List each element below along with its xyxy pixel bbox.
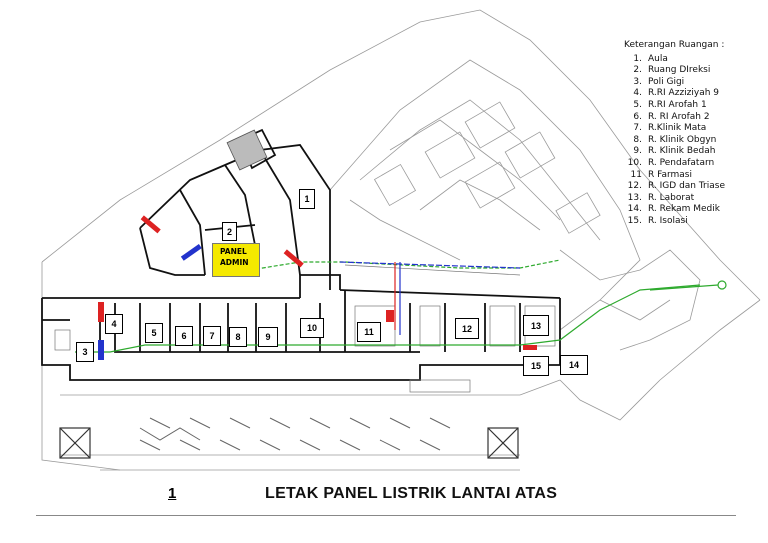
- legend-item-number: 5.: [633, 99, 642, 110]
- legend-item: 10. R. Pendafatarn: [624, 158, 725, 170]
- legend-item: 11 R Farmasi: [624, 170, 725, 182]
- cable-routes: [75, 259, 719, 353]
- legend-item-name: Aula: [648, 53, 668, 64]
- stair-boxes: [59, 427, 519, 459]
- green-right-line: [649, 284, 719, 291]
- legend-item: 7. R.Klinik Mata: [624, 123, 725, 135]
- legend-item-name: R. RI Arofah 2: [648, 111, 710, 122]
- room-label-2: 2: [222, 222, 237, 241]
- legend-item-name: R. Rekam Medik: [648, 204, 720, 215]
- legend-item-number: 7.: [633, 123, 642, 134]
- legend-item-number: 10.: [627, 157, 642, 168]
- legend-item-number: 6.: [633, 111, 642, 122]
- legend-item-number: 1.: [633, 53, 642, 64]
- room-label-1: 1: [299, 189, 315, 209]
- legend-item: 3. Poli Gigi: [624, 77, 725, 89]
- legend-item: 13. R. Laborat: [624, 193, 725, 205]
- legend-item: 15. R. Isolasi: [624, 216, 725, 228]
- legend-item: 9. R. Klinik Bedah: [624, 146, 725, 158]
- room-label-13: 13: [523, 315, 549, 336]
- legend-item-number: 2.: [633, 65, 642, 76]
- green-cable: [75, 284, 701, 353]
- legend-item-number: 15.: [627, 215, 642, 226]
- room-label-7: 7: [203, 326, 221, 346]
- blue-cable: [339, 261, 521, 269]
- room-label-15: 15: [523, 356, 549, 376]
- legend-item-name: R Farmasi: [648, 169, 692, 180]
- room-label-3: 3: [76, 342, 94, 362]
- legend-title: Keterangan Ruangan :: [624, 40, 725, 50]
- legend-item-name: R. Isolasi: [648, 215, 688, 226]
- roof-vent: [226, 129, 268, 171]
- parking-stalls: [139, 417, 451, 451]
- panel-admin-marker: PANEL ADMIN: [212, 243, 260, 277]
- footer-divider: [36, 515, 736, 516]
- plan-outline-lines: [41, 9, 761, 471]
- legend-item-number: 14.: [627, 204, 642, 215]
- room-label-5: 5: [145, 323, 163, 343]
- legend-item-name: R.Klinik Mata: [648, 123, 707, 134]
- room-label-9: 9: [258, 327, 278, 347]
- legend-item: 12. R. IGD dan Triase: [624, 181, 725, 193]
- room-label-12: 12: [455, 318, 479, 339]
- room-label-4: 4: [105, 314, 123, 334]
- legend-item-number: 8.: [633, 134, 642, 145]
- legend-item-name: R. Laborat: [648, 192, 695, 203]
- room-label-14: 14: [560, 355, 588, 375]
- legend-item: 5. R.RI Arofah 1: [624, 100, 725, 112]
- legend-item-name: R.RI Azziziyah 9: [648, 88, 720, 99]
- legend-item-number: 9.: [633, 146, 642, 157]
- legend-item-number: 13.: [627, 192, 642, 203]
- legend-item: 1. Aula: [624, 54, 725, 66]
- room-details: [54, 264, 556, 393]
- room-legend: Keterangan Ruangan : 1. Aula 2. Ruang DIre…: [624, 40, 725, 228]
- legend-item-name: Ruang DIreksi: [648, 65, 711, 76]
- panel-admin-line1: PANEL: [220, 247, 247, 256]
- page-number: 1: [168, 485, 177, 502]
- legend-item-name: R. Klinik Obgyn: [648, 134, 717, 145]
- panel-admin-line2: ADMIN: [220, 258, 249, 267]
- legend-item-name: R.RI Arofah 1: [648, 99, 707, 110]
- legend-item: 2. Ruang DIreksi: [624, 65, 725, 77]
- legend-item-number: 3.: [633, 76, 642, 87]
- legend-list: 1. Aula 2. Ruang DIreksi 3. Poli Gigi 4. R.R…: [624, 54, 725, 228]
- legend-item-name: R. Klinik Bedah: [648, 146, 716, 157]
- room-label-8: 8: [229, 327, 247, 347]
- legend-item-name: R. IGD dan Triase: [648, 181, 725, 192]
- page-title: LETAK PANEL LISTRIK LANTAI ATAS: [265, 485, 558, 502]
- legend-item-number: 4.: [633, 88, 642, 99]
- legend-item-name: Poli Gigi: [648, 76, 685, 87]
- legend-item: 6. R. RI Arofah 2: [624, 112, 725, 124]
- panel-markers: [98, 215, 537, 360]
- legend-item-number: 11: [630, 169, 642, 180]
- legend-item-number: 12.: [627, 181, 642, 192]
- room-label-10: 10: [300, 318, 324, 338]
- room-label-6: 6: [175, 326, 193, 346]
- legend-item: 8. R. Klinik Obgyn: [624, 135, 725, 147]
- green-cable-upper: [249, 259, 561, 271]
- legend-item: 4. R.RI Azziziyah 9: [624, 88, 725, 100]
- legend-item-name: R. Pendafatarn: [648, 157, 715, 168]
- legend-item: 14. R. Rekam Medik: [624, 204, 725, 216]
- connection-node: [717, 280, 727, 290]
- room-label-11: 11: [357, 322, 381, 342]
